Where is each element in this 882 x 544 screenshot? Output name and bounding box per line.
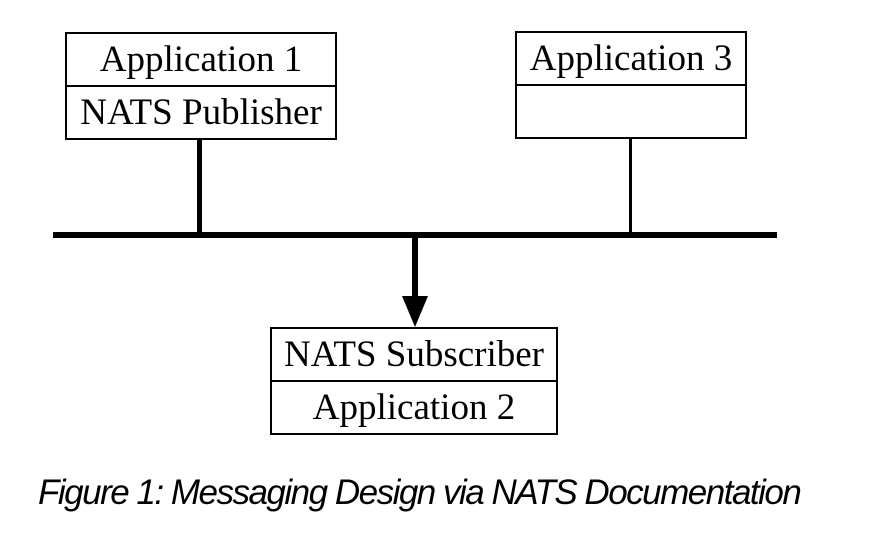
application-3-box: Application 3 [515,31,747,139]
application-1-connector-line [197,139,202,233]
down-arrow-head-icon [402,296,428,327]
message-bus-line [53,232,777,238]
application-2-label: Application 2 [312,387,516,428]
down-arrow-stem [412,236,418,300]
nats-subscriber-label: NATS Subscriber [272,329,556,382]
nats-publisher-label: NATS Publisher [80,92,322,133]
figure-caption: Figure 1: Messaging Design via NATS Docu… [38,473,802,512]
application-3-empty-row [517,86,745,137]
application-2-box: NATS Subscriber Application 2 [270,327,558,435]
application-1-box: Application 1 NATS Publisher [65,32,337,140]
application-3-connector-line [629,138,632,233]
application-3-label: Application 3 [517,33,745,86]
application-1-label: Application 1 [67,34,335,87]
